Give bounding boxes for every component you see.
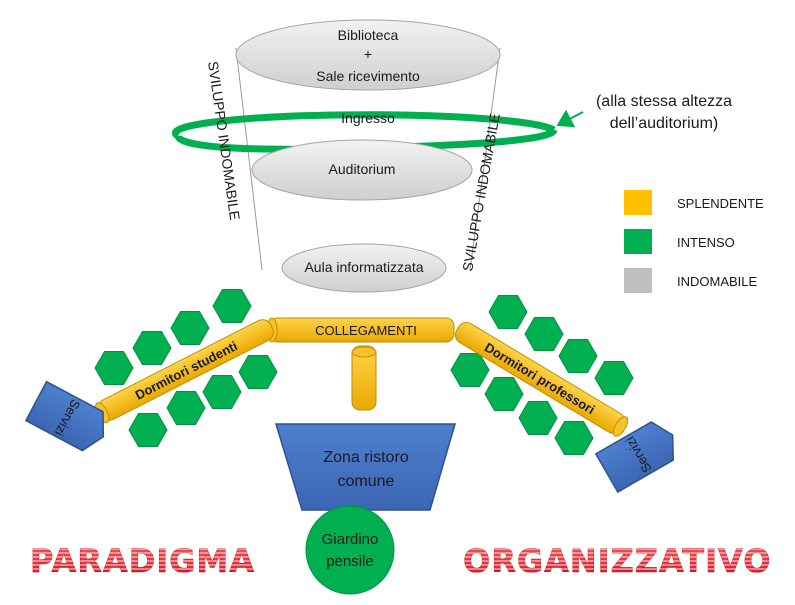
hexagon (128, 413, 168, 447)
annotation-arrow (556, 109, 584, 128)
entrance-ring-back (171, 111, 556, 140)
title-left-text: PARADIGMA (30, 542, 255, 580)
title-right-stripes: ORGANIZZATIVO (463, 542, 771, 580)
hexagon (594, 361, 634, 395)
side-label-left: SVILUPPO INDOMABILE (205, 60, 243, 221)
title-left-stripes: PARADIGMA (30, 542, 255, 580)
legend-swatch-indomabile (624, 268, 652, 293)
funnel-right-edge (469, 47, 501, 271)
collegamenti-label: COLLEGAMENTI (315, 323, 417, 338)
auditorium-ellipse (251, 139, 473, 201)
hexagon (558, 339, 598, 373)
title-right-text: ORGANIZZATIVO (463, 542, 771, 580)
hexagon (518, 401, 558, 435)
hexagon (132, 331, 172, 365)
professor-hexagon-cluster (450, 295, 634, 455)
legend-swatch-splendente (624, 190, 652, 215)
hexagon (166, 391, 206, 425)
hexagon (488, 295, 528, 329)
hexagon (524, 317, 564, 351)
hexagon (238, 355, 278, 389)
library-label-line3: Sale ricevimento (316, 68, 420, 84)
legend-label-splendente: SPLENDENTE (677, 196, 764, 211)
hexagon (450, 353, 490, 387)
legend-swatch-intenso (624, 229, 652, 254)
entrance-label: Ingresso (341, 110, 395, 126)
services-left: Servizi (24, 380, 105, 452)
vertical-connector (351, 345, 377, 411)
hexagon (212, 289, 252, 323)
hexagon (554, 421, 594, 455)
side-label-right: SVILUPPO INDOMABILE (459, 112, 503, 273)
auditorium-label: Auditorium (329, 161, 396, 177)
computer-room-ellipse (281, 243, 447, 293)
hexagon (484, 377, 524, 411)
library-ellipse (235, 19, 501, 91)
annotation-line2: dell’auditorium) (610, 115, 719, 132)
dining-label-line2: comune (338, 473, 395, 490)
garden-label-line2: pensile (326, 553, 374, 570)
garden-label-line1: Giardino (322, 531, 379, 548)
dining-label-line1: Zona ristoro (323, 449, 408, 466)
collegamenti-bar: COLLEGAMENTI (266, 317, 455, 343)
hexagon (170, 311, 210, 345)
legend: SPLENDENTE INTENSO INDOMABILE (624, 190, 764, 293)
funnel-group: Biblioteca + Sale ricevimento Ingresso A… (171, 19, 558, 293)
annotation-line1: (alla stessa altezza (596, 93, 732, 110)
hexagon (202, 375, 242, 409)
title-left: PARADIGMA PARADIGMA (30, 542, 255, 581)
computer-room-label: Aula informatizzata (304, 259, 423, 275)
legend-label-indomabile: INDOMABILE (677, 274, 758, 289)
student-hexagon-cluster (94, 289, 278, 447)
garden: Giardino pensile (305, 505, 395, 595)
title-right: ORGANIZZATIVO ORGANIZZATIVO (463, 542, 771, 581)
dining-zone: Zona ristoro comune (274, 423, 456, 511)
library-label-line1: Biblioteca (338, 27, 399, 43)
services-right: Servizi (594, 421, 675, 494)
funnel-left-edge (235, 47, 263, 271)
annotation-group: (alla stessa altezza dell’auditorium) (556, 93, 732, 132)
library-label-line2: + (364, 46, 372, 62)
legend-label-intenso: INTENSO (677, 235, 735, 250)
hexagon (94, 351, 134, 385)
